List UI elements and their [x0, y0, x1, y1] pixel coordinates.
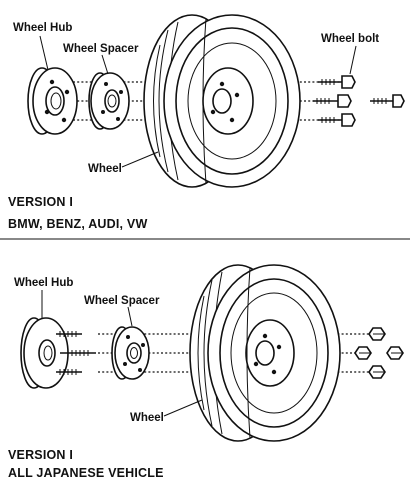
- top-vehicles: BMW, BENZ, AUDI, VW: [8, 217, 147, 231]
- bottom-wheel-hub: [20, 317, 96, 389]
- lug-nut: [354, 346, 372, 360]
- lug-nut: [368, 365, 386, 379]
- top-label-wheel-hub: Wheel Hub: [13, 22, 72, 34]
- top-wheel-hub: [27, 67, 78, 135]
- top-label-wheel-bolt: Wheel bolt: [321, 33, 379, 45]
- wheel-bolt: [370, 94, 405, 108]
- top-wheel-spacer: [88, 72, 130, 130]
- bottom-wheel-spacer: [111, 326, 150, 380]
- bottom-label-wheel-hub: Wheel Hub: [14, 277, 73, 289]
- bottom-label-wheel-spacer: Wheel Spacer: [84, 295, 160, 307]
- top-panel: Wheel Hub Wheel Spacer Wheel bolt Wheel …: [8, 14, 405, 231]
- bottom-vehicles: ALL JAPANESE VEHICLE: [8, 466, 164, 480]
- hub-stud: [56, 369, 82, 375]
- bottom-version-title: VERSION I: [8, 448, 73, 462]
- bottom-wheel: [189, 264, 341, 442]
- top-version-title: VERSION I: [8, 195, 73, 209]
- lug-nut: [386, 346, 404, 360]
- bottom-lug-nuts: [354, 327, 404, 379]
- bottom-label-wheel: Wheel: [130, 412, 164, 424]
- bottom-panel: Wheel Hub Wheel Spacer Wheel VERSION I A…: [8, 264, 404, 480]
- top-leader-lines: [39, 35, 357, 168]
- top-wheel-bolts: [313, 75, 405, 127]
- wheel-bolt: [313, 94, 352, 108]
- top-label-wheel: Wheel: [88, 163, 122, 175]
- wheel-bolt: [318, 75, 356, 89]
- wheel-bolt: [318, 113, 356, 127]
- top-label-wheel-spacer: Wheel Spacer: [63, 43, 139, 55]
- top-wheel: [143, 14, 301, 188]
- lug-nut: [368, 327, 386, 341]
- bottom-leader-lines: [41, 290, 203, 417]
- hub-stud: [56, 331, 82, 337]
- hub-stud: [60, 350, 96, 356]
